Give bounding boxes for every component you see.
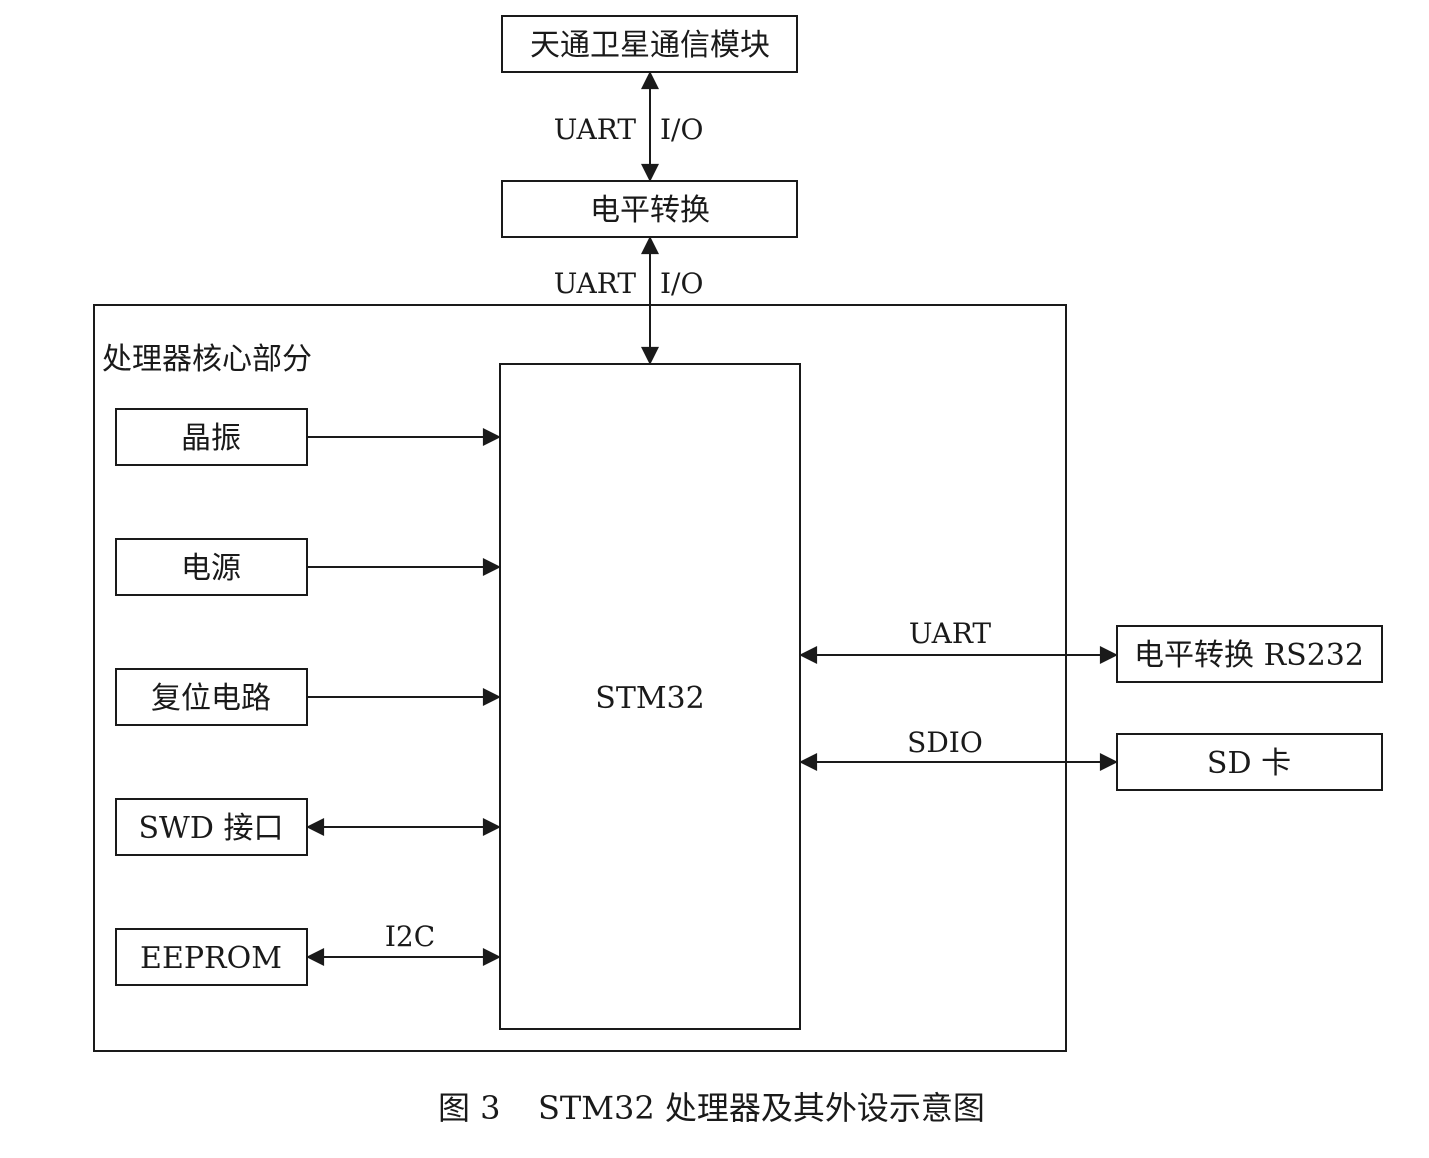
- crystal-label: 晶振: [181, 421, 241, 456]
- level-shift-top-block: 电平转换: [501, 180, 798, 238]
- power-block: 电源: [115, 538, 308, 596]
- sd-card-block: SD 卡: [1116, 733, 1383, 791]
- rs232-label: 电平转换 RS232: [1134, 638, 1364, 673]
- swd-label: SWD 接口: [139, 811, 284, 846]
- figure-caption: STM32 处理器及其外设示意图: [538, 1089, 985, 1127]
- link-lower-io-label: I/O: [660, 267, 703, 300]
- reset-block: 复位电路: [115, 668, 308, 726]
- satellite-module-label: 天通卫星通信模块: [530, 28, 770, 63]
- level-shift-top-label: 电平转换: [590, 193, 710, 228]
- eeprom-link-label: I2C: [385, 920, 435, 953]
- reset-label: 复位电路: [151, 681, 271, 716]
- link-upper-uart-label: UART: [554, 113, 637, 146]
- power-label: 电源: [181, 551, 241, 586]
- mcu-label: STM32: [595, 681, 704, 716]
- eeprom-block: EEPROM: [115, 928, 308, 986]
- figure-number: 图 3: [438, 1089, 501, 1127]
- link-upper-io-label: I/O: [660, 113, 703, 146]
- mcu-block: STM32: [499, 363, 801, 1030]
- satellite-module-block: 天通卫星通信模块: [501, 15, 798, 73]
- rs232-link-label: UART: [909, 617, 992, 650]
- swd-block: SWD 接口: [115, 798, 308, 856]
- core-group-label: 处理器核心部分: [102, 342, 312, 377]
- link-lower-uart-label: UART: [554, 267, 637, 300]
- eeprom-label: EEPROM: [140, 941, 282, 976]
- sd-card-label: SD 卡: [1207, 746, 1291, 781]
- core-group-frame: [93, 304, 1067, 1052]
- sd-link-label: SDIO: [907, 726, 983, 759]
- crystal-block: 晶振: [115, 408, 308, 466]
- rs232-block: 电平转换 RS232: [1116, 625, 1383, 683]
